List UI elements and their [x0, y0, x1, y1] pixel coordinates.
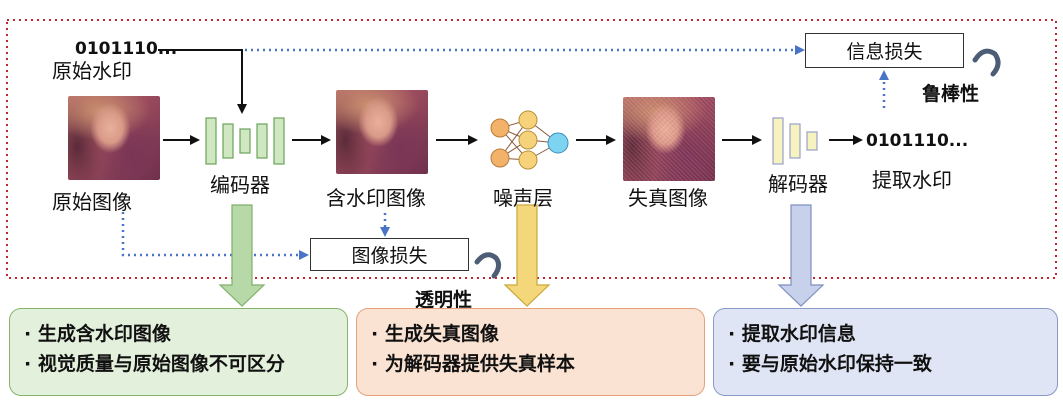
encoder-description-panel: · 生成含水印图像 · 视觉质量与原始图像不可区分 [9, 308, 348, 396]
decoder-description-panel: · 提取水印信息 · 要与原始水印保持一致 [713, 308, 1058, 396]
noise-layer-label: 噪声层 [493, 186, 553, 210]
encoder-desc-line-2: · 视觉质量与原始图像不可区分 [24, 353, 285, 375]
watermarked-image-label: 含水印图像 [326, 186, 426, 210]
encoder-label: 编码器 [210, 173, 270, 197]
info-loss-box: 信息损失 [805, 33, 964, 68]
original-image [68, 96, 160, 180]
encoder-network-icon [205, 117, 285, 165]
decoder-down-arrow [777, 204, 825, 307]
original-watermark-label: 原始水印 [52, 59, 132, 83]
encoder-desc-line-1: · 生成含水印图像 [24, 323, 171, 345]
watermarked-image [336, 90, 428, 174]
robustness-label: 鲁棒性 [922, 83, 980, 105]
output-watermark-bits: 0101110... [866, 131, 969, 151]
noise-desc-line-1: · 生成失真图像 [371, 323, 499, 345]
noise-layer-network-icon [490, 110, 569, 170]
extracted-watermark-label: 提取水印 [872, 168, 952, 192]
noise-description-panel: · 生成失真图像 · 为解码器提供失真样本 [356, 308, 705, 396]
transparency-label: 透明性 [415, 289, 473, 311]
noise-desc-line-2: · 为解码器提供失真样本 [371, 353, 575, 375]
image-to-image-loss-arrow [121, 212, 309, 260]
distorted-image-label: 失真图像 [628, 186, 708, 210]
decoder-desc-line-2: · 要与原始水印保持一致 [728, 353, 932, 375]
info-loss-hook-icon [972, 48, 1001, 77]
input-watermark-bits: 0101110... [75, 39, 178, 59]
noise-down-arrow [503, 204, 551, 307]
encoder-down-arrow [218, 204, 266, 307]
distorted-image [623, 97, 715, 181]
original-image-label: 原始图像 [52, 190, 132, 214]
decoder-network-icon [772, 117, 818, 165]
decoder-desc-line-1: · 提取水印信息 [728, 323, 856, 345]
watermark-to-encoder-arrow [158, 49, 247, 114]
image-loss-box: 图像损失 [310, 238, 469, 271]
image-loss-hook-icon [474, 252, 502, 279]
decoder-label: 解码器 [768, 172, 828, 196]
